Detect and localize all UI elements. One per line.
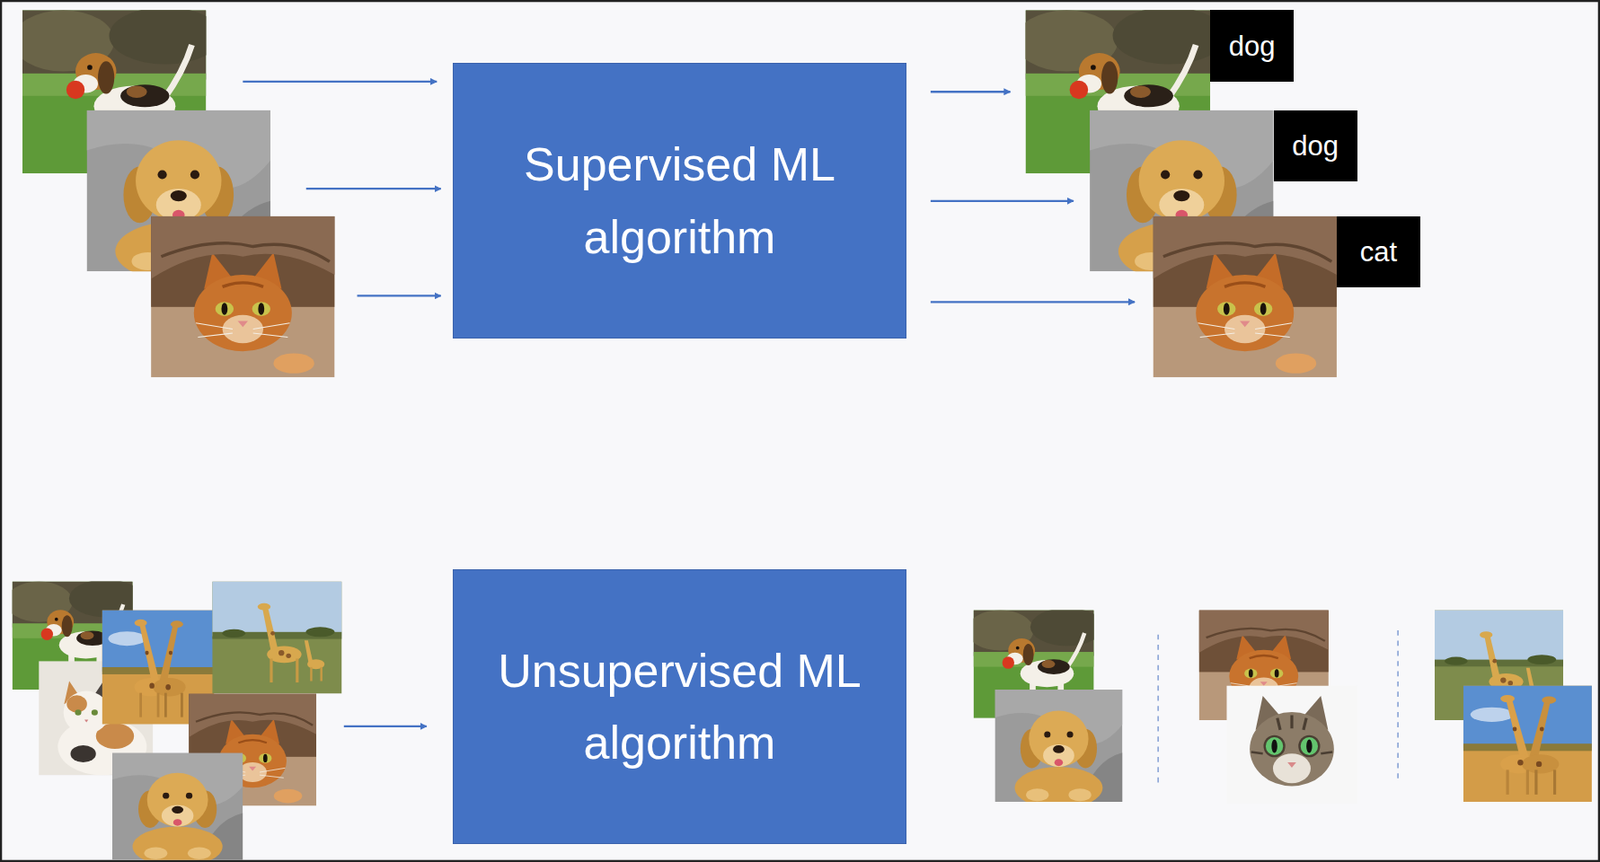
flow-arrows [930,90,1011,93]
giraffe-photo [212,582,342,695]
algorithm-box: Unsupervised ML algorithm [452,569,906,846]
dog-photo [994,689,1123,810]
label-text: dog [1291,129,1339,163]
label-text: cat [1360,235,1397,269]
cluster-divider [1157,635,1159,787]
flow-arrows [344,725,427,728]
class-label: dog [1273,110,1358,183]
giraffe-photo [1463,685,1592,803]
label-text: dog [1228,29,1276,63]
cat-photo [1226,685,1357,805]
class-label: dog [1210,9,1294,82]
dog-photo [112,752,243,862]
flow-arrows [930,200,1074,203]
flow-arrows [306,187,442,190]
box-title: Supervised ML algorithm [475,128,884,274]
class-label: cat [1336,216,1421,289]
box-title: Unsupervised ML algorithm [475,635,884,780]
algorithm-box: Supervised ML algorithm [452,62,906,339]
cat-photo [150,216,335,379]
flow-arrows [357,294,442,297]
flow-arrows [242,80,437,83]
cluster-divider [1396,630,1399,782]
cat-photo [1153,216,1337,379]
flow-arrows [930,300,1135,303]
